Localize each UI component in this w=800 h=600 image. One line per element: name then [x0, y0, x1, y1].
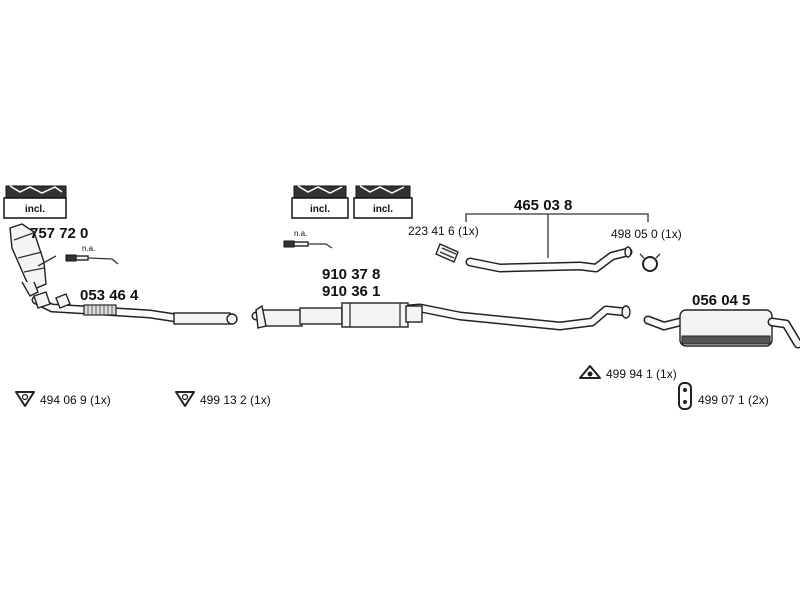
- part-number-757720: 757 72 0: [30, 225, 88, 242]
- rear-silencer: [643, 309, 800, 349]
- triangle-gasket-icon-right: [175, 391, 195, 407]
- part-number-499132: 499 13 2 (1x): [200, 393, 271, 407]
- rubber-mount-ring-icon: [579, 365, 601, 379]
- part-number-053464: 053 46 4: [80, 287, 139, 304]
- part-number-056045: 056 04 5: [692, 292, 750, 309]
- intermediate-pipe: [465, 246, 633, 273]
- incl-label-right: incl.: [373, 204, 393, 215]
- kit-box-icon-middle: incl.: [291, 185, 349, 219]
- middle-pipe-with-silencer: [251, 302, 631, 331]
- bracket-465038: [465, 213, 649, 222]
- part-number-494069: 494 06 9 (1x): [40, 393, 111, 407]
- kit-box-icon-right: incl.: [353, 185, 413, 219]
- part-number-498050: 498 05 0 (1x): [611, 227, 682, 241]
- part-number-910361: 910 36 1: [322, 283, 380, 300]
- lambda-sensor-icon-middle: [283, 240, 333, 249]
- part-number-910378: 910 37 8: [322, 266, 380, 283]
- leader-line-757720: [37, 255, 57, 267]
- incl-label-left: incl.: [25, 204, 45, 215]
- kit-box-icon-left: incl.: [3, 185, 67, 219]
- front-pipe: [31, 291, 238, 325]
- part-number-465038: 465 03 8: [514, 197, 572, 214]
- part-number-223416: 223 41 6 (1x): [408, 224, 479, 238]
- rubber-mount-icon: [678, 382, 692, 410]
- part-number-499071: 499 07 1 (2x): [698, 393, 769, 407]
- part-number-499941: 499 94 1 (1x): [606, 367, 677, 381]
- na-label-middle: n.a.: [294, 229, 307, 238]
- clamp-icon: [435, 243, 459, 263]
- incl-label-middle: incl.: [310, 204, 330, 215]
- lambda-sensor-icon-left: [65, 254, 119, 265]
- na-label-left: n.a.: [82, 244, 95, 253]
- triangle-gasket-icon-left: [15, 391, 35, 407]
- front-catalytic-converter: [9, 223, 47, 297]
- rubber-ring-icon: [639, 253, 661, 272]
